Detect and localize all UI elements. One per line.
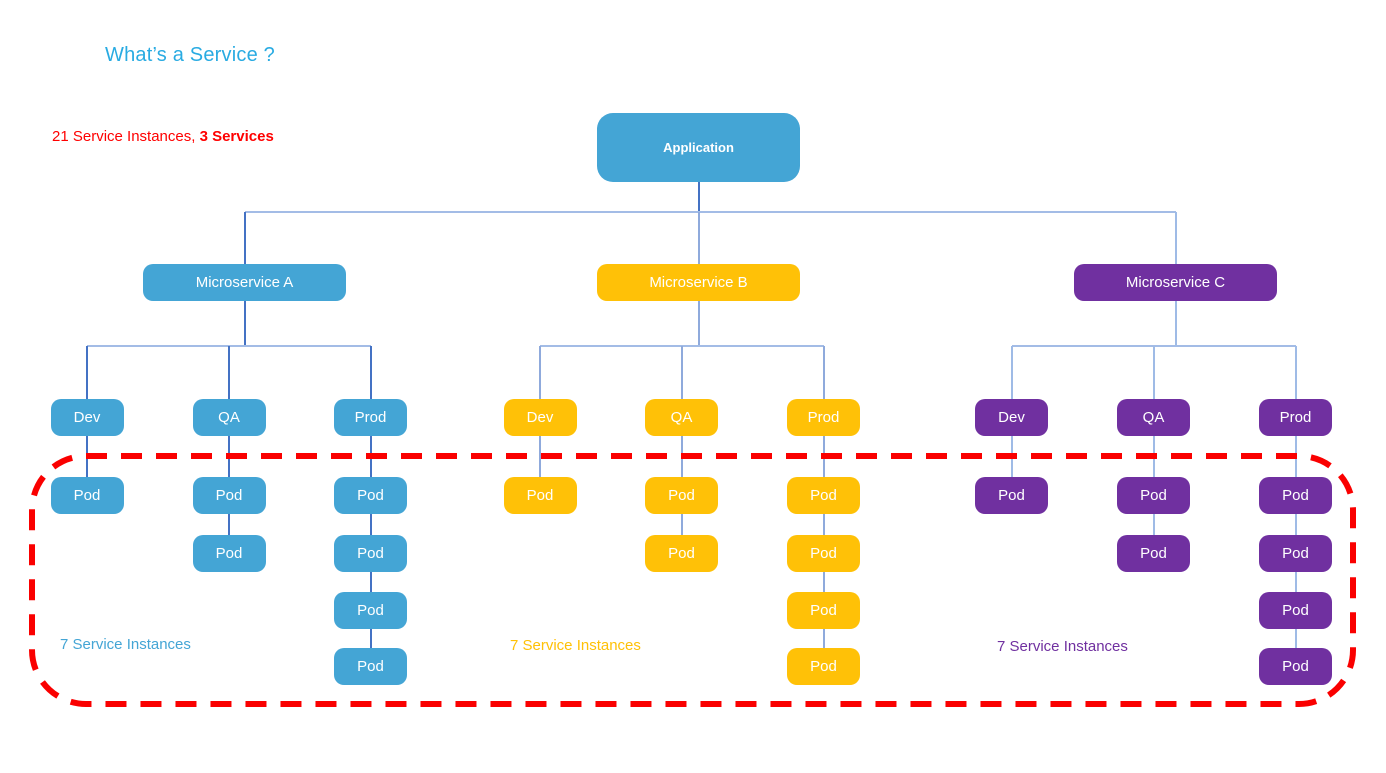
pod-node: Pod — [787, 477, 860, 514]
pod-node: Pod — [1259, 648, 1332, 685]
pod-node: Pod — [503, 477, 577, 514]
microservice-a-node: Microservice A — [143, 264, 346, 301]
environment-node-c-prod: Prod — [1259, 399, 1332, 436]
summary-services-count: 3 Services — [199, 128, 274, 145]
connector-line — [86, 346, 88, 399]
environment-node-c-qa: QA — [1117, 399, 1190, 436]
connector-line — [1294, 629, 1297, 648]
connector-line — [244, 211, 1176, 213]
connector-line — [369, 629, 372, 648]
connector-line — [539, 346, 541, 399]
environment-node-a-dev: Dev — [50, 399, 124, 436]
connector-line — [1174, 301, 1177, 346]
connector-line — [822, 629, 825, 648]
connector-line — [1174, 212, 1177, 264]
pod-node: Pod — [787, 592, 860, 629]
environment-node-a-prod: Prod — [334, 399, 407, 436]
connector-line — [1294, 514, 1297, 535]
service-instances-note-b: 7 Service Instances — [510, 637, 641, 654]
connector-line — [1294, 572, 1297, 592]
instance-count-summary: 21 Service Instances, 3 Services — [52, 128, 274, 145]
pod-node: Pod — [1259, 535, 1332, 572]
connector-line — [697, 182, 700, 212]
environment-node-b-qa: QA — [645, 399, 718, 436]
pod-node: Pod — [645, 535, 718, 572]
service-instances-note-c: 7 Service Instances — [997, 638, 1128, 655]
pod-node: Pod — [334, 648, 407, 685]
connector-line — [822, 514, 825, 535]
connector-line — [822, 572, 825, 592]
connector-line — [369, 514, 372, 535]
pod-node: Pod — [787, 648, 860, 685]
service-instances-note-a: 7 Service Instances — [60, 636, 191, 653]
connector-line — [680, 514, 683, 535]
connector-line — [1152, 346, 1155, 399]
connector-line — [228, 346, 230, 399]
pod-node: Pod — [1117, 477, 1190, 514]
environment-node-a-qa: QA — [192, 399, 266, 436]
connector-line — [369, 572, 372, 592]
pod-node: Pod — [975, 477, 1048, 514]
connector-line — [822, 346, 825, 399]
connector-line — [228, 514, 230, 535]
diagram-title: What’s a Service ? — [105, 44, 275, 66]
pod-node: Pod — [50, 477, 124, 514]
microservice-b-node: Microservice B — [597, 264, 800, 301]
summary-prefix: 21 Service Instances, — [52, 128, 200, 145]
connector-line — [243, 212, 246, 264]
connector-line — [697, 212, 700, 264]
connector-line — [697, 301, 700, 346]
pod-node: Pod — [645, 477, 718, 514]
microservice-c-node: Microservice C — [1074, 264, 1277, 301]
pod-node: Pod — [192, 477, 266, 514]
pod-node: Pod — [192, 535, 266, 572]
connector-line — [1294, 346, 1297, 399]
pod-node: Pod — [334, 535, 407, 572]
connector-line — [1152, 514, 1155, 535]
pod-node: Pod — [1259, 477, 1332, 514]
connector-line — [680, 346, 683, 399]
pod-node: Pod — [334, 477, 407, 514]
pod-node: Pod — [787, 535, 860, 572]
connector-line — [243, 301, 246, 346]
connector-line — [1010, 346, 1013, 399]
environment-node-b-prod: Prod — [787, 399, 860, 436]
pod-node: Pod — [334, 592, 407, 629]
pod-node: Pod — [1259, 592, 1332, 629]
pod-node: Pod — [1117, 535, 1190, 572]
environment-node-b-dev: Dev — [503, 399, 577, 436]
application-node: Application — [597, 113, 800, 182]
connector-line — [369, 346, 372, 399]
connector-line — [539, 436, 541, 477]
environment-node-c-dev: Dev — [975, 399, 1048, 436]
